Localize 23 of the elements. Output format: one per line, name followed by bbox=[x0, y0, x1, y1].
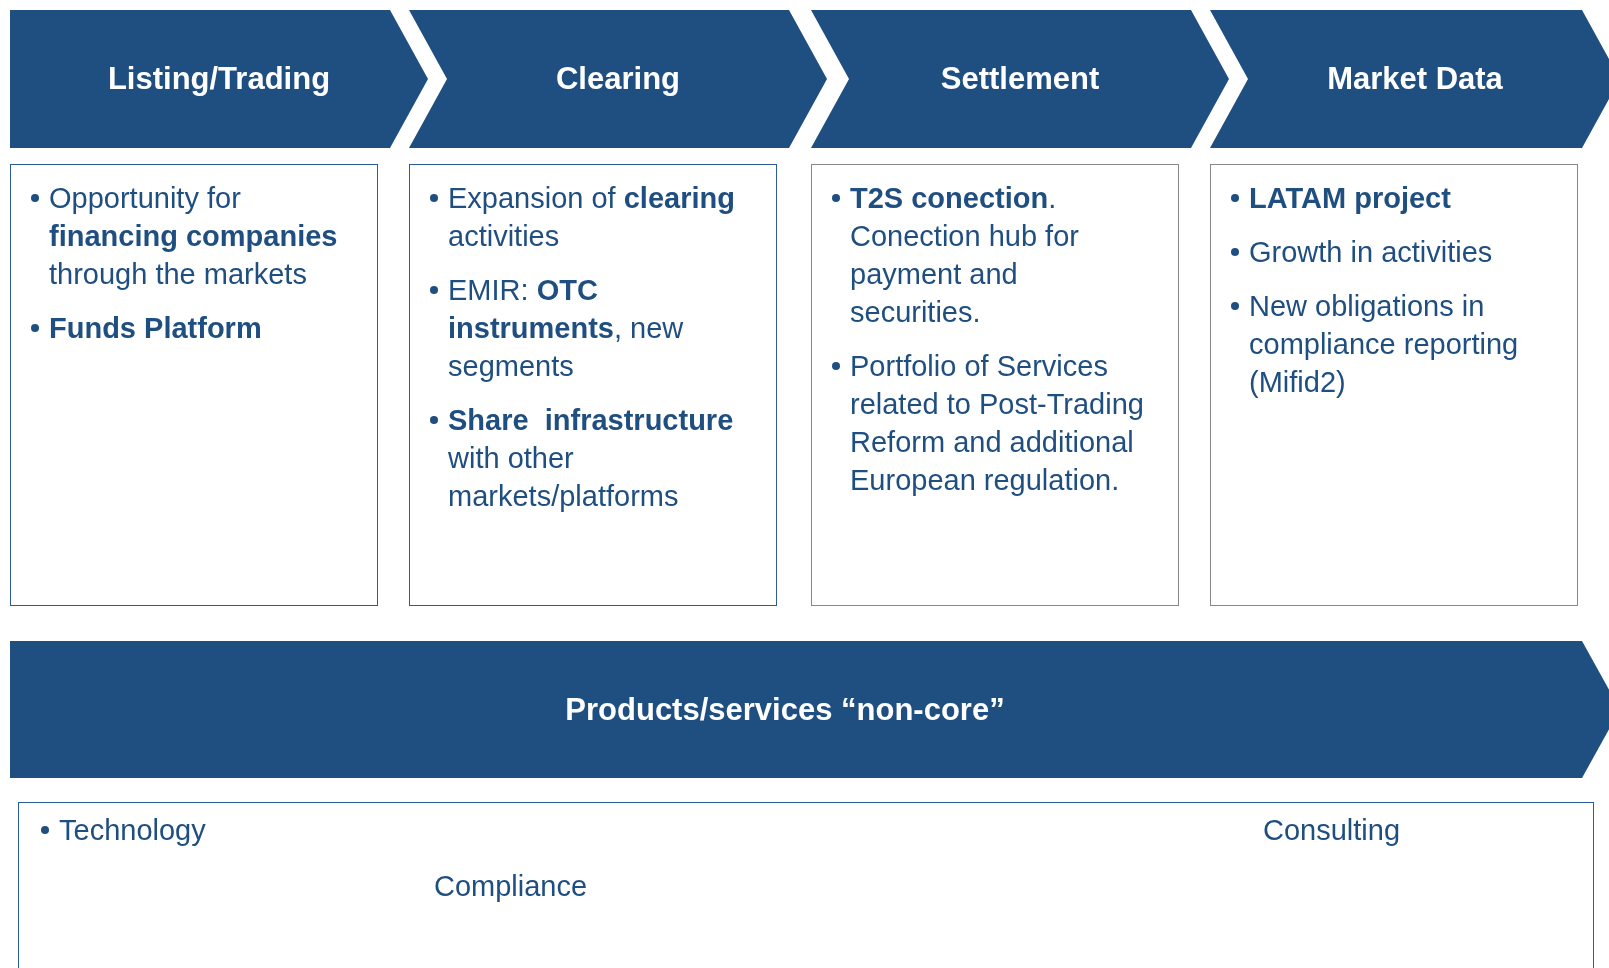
text-card bbox=[1210, 164, 1578, 606]
list-item: Compliance bbox=[434, 869, 588, 904]
bullet-item: EMIR: OTC instruments, new segments bbox=[448, 274, 685, 382]
bullet-item: Technology bbox=[59, 814, 206, 846]
bullet-item: New obligations in compliance reporting (Mifid2) bbox=[1249, 290, 1520, 398]
bullet-item: Growth in activities bbox=[1249, 236, 1493, 268]
bullet-item: T2S conection. Conection hub for payment and securities. bbox=[850, 182, 1080, 328]
stage-title: Settlement bbox=[940, 61, 1100, 97]
stage-title: Products/services “non-core” bbox=[565, 691, 1005, 728]
stage-title: Market Data bbox=[1327, 61, 1503, 97]
bullet-item: Share infrastructure with other markets/platforms bbox=[448, 404, 735, 512]
list-item: Consulting bbox=[1263, 813, 1401, 848]
text-card bbox=[811, 164, 1179, 606]
text-card bbox=[409, 164, 777, 606]
bullet-item: Expansion of clearing activities bbox=[448, 182, 736, 252]
bullet-item: LATAM project bbox=[1249, 182, 1451, 214]
bullet-item: Portfolio of Services related to Post-Trading Reform and additional European regulation. bbox=[850, 350, 1145, 496]
text-card bbox=[18, 802, 1594, 968]
bullet-item: Opportunity for financing companies through the markets bbox=[49, 182, 339, 290]
text-card bbox=[10, 164, 378, 606]
stage-title: Clearing bbox=[556, 61, 680, 97]
stage-title: Listing/Trading bbox=[107, 61, 331, 97]
bullet-item: Funds Platform bbox=[49, 312, 262, 344]
